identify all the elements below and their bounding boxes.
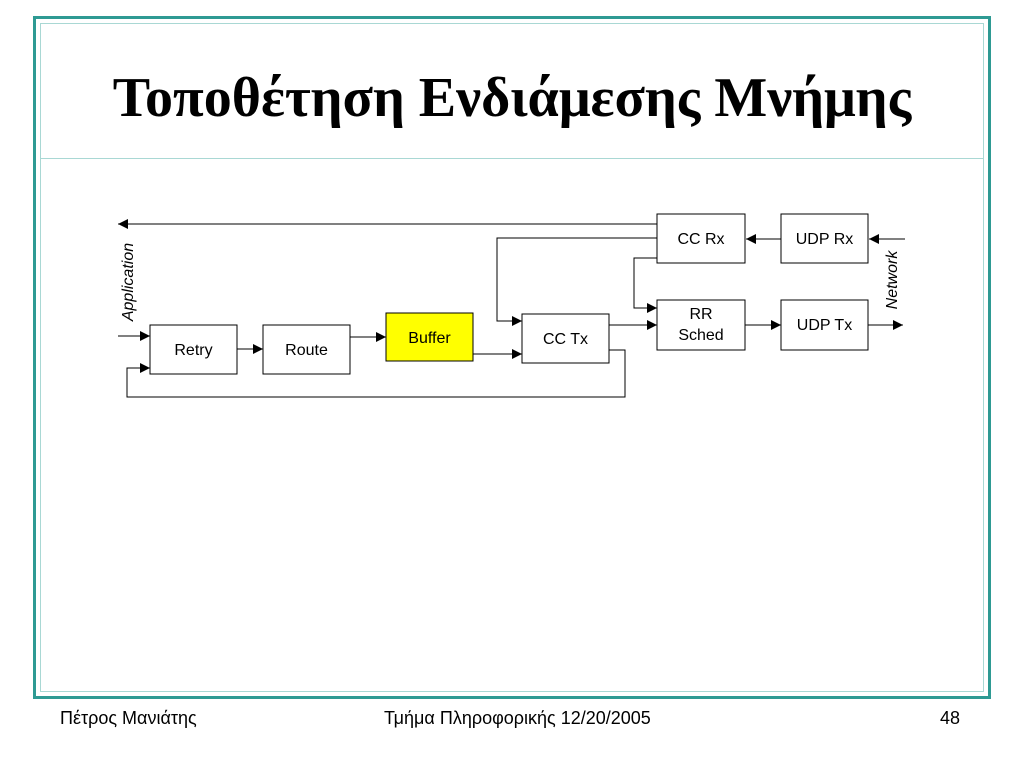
footer-department-date: Τμήμα Πληροφορικής 12/20/2005 bbox=[384, 708, 651, 728]
node-retry: Retry bbox=[149, 324, 238, 375]
node-buffer: Buffer bbox=[385, 312, 474, 362]
network-side-label: Network bbox=[884, 250, 901, 310]
node-udp-rx-label: UDP Rx bbox=[796, 231, 854, 248]
edge-ccrx-to-rrsched bbox=[633, 257, 657, 313]
edge-cctx-to-retry bbox=[126, 349, 626, 398]
footer-page-number: 48 bbox=[940, 708, 961, 728]
title-divider bbox=[40, 158, 984, 159]
node-rr-sched: RR Sched bbox=[656, 299, 746, 351]
application-side-label: Application bbox=[120, 243, 137, 322]
node-buffer-label: Buffer bbox=[408, 330, 451, 347]
node-cc-tx-label: CC Tx bbox=[543, 331, 588, 348]
node-rr-sched-label-line2: Sched bbox=[678, 327, 723, 344]
node-udp-rx: UDP Rx bbox=[780, 213, 869, 264]
slide-title: Τοποθέτηση Ενδιάμεσης Μνήμης bbox=[112, 67, 912, 129]
footer-author: Πέτρος Μανιάτης bbox=[60, 708, 197, 728]
node-route: Route bbox=[262, 324, 351, 375]
slide-frame-inner bbox=[40, 23, 984, 692]
node-cc-tx: CC Tx bbox=[521, 313, 610, 364]
node-udp-tx-label: UDP Tx bbox=[797, 317, 852, 334]
node-udp-tx: UDP Tx bbox=[780, 299, 869, 351]
node-route-label: Route bbox=[285, 342, 328, 359]
node-cc-rx: CC Rx bbox=[656, 213, 746, 264]
slide-frame-outer bbox=[33, 16, 991, 699]
edge-ccrx-to-cctx bbox=[496, 237, 657, 326]
node-retry-label: Retry bbox=[174, 342, 212, 359]
node-rr-sched-label-line1: RR bbox=[689, 306, 712, 323]
node-cc-rx-label: CC Rx bbox=[677, 231, 724, 248]
